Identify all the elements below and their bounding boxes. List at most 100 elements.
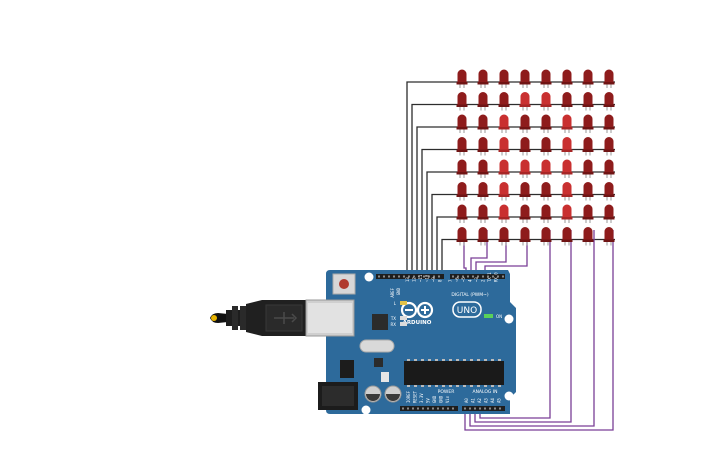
led[interactable] [519, 137, 531, 156]
header-pin[interactable] [469, 407, 471, 410]
led[interactable] [561, 182, 573, 201]
led[interactable] [519, 69, 531, 89]
led[interactable] [561, 114, 573, 134]
led[interactable] [498, 159, 510, 178]
led[interactable] [561, 69, 573, 89]
header-pin[interactable] [438, 275, 440, 278]
row-wire[interactable] [431, 193, 615, 277]
led[interactable] [582, 137, 594, 156]
usb-cable[interactable] [210, 300, 306, 336]
header-pin[interactable] [433, 275, 435, 278]
analog-header[interactable] [462, 406, 505, 411]
header-pin[interactable] [383, 275, 385, 278]
led[interactable] [498, 137, 510, 156]
header-pin[interactable] [403, 275, 405, 278]
led[interactable] [519, 92, 531, 111]
row-wire[interactable] [436, 216, 615, 276]
row-wire[interactable] [406, 81, 615, 276]
led[interactable] [582, 92, 594, 111]
header-pin[interactable] [437, 407, 439, 410]
header-pin[interactable] [402, 407, 404, 410]
led[interactable] [477, 92, 489, 111]
led[interactable] [582, 69, 594, 89]
led[interactable] [540, 182, 552, 201]
led[interactable] [561, 159, 573, 178]
led[interactable] [456, 92, 468, 111]
header-pin[interactable] [499, 407, 501, 410]
led[interactable] [456, 137, 468, 156]
led[interactable] [456, 204, 468, 223]
led[interactable] [540, 137, 552, 156]
led[interactable] [561, 92, 573, 111]
header-pin[interactable] [442, 407, 444, 410]
led[interactable] [519, 182, 531, 201]
header-pin[interactable] [462, 275, 464, 278]
led[interactable] [477, 159, 489, 178]
led[interactable] [540, 227, 552, 246]
header-pin[interactable] [457, 275, 459, 278]
led[interactable] [582, 182, 594, 201]
header-pin[interactable] [497, 275, 499, 278]
header-pin[interactable] [398, 275, 400, 278]
led[interactable] [540, 114, 552, 134]
led[interactable] [582, 204, 594, 223]
led[interactable] [456, 227, 468, 246]
led[interactable] [498, 182, 510, 201]
header-pin[interactable] [452, 275, 454, 278]
header-pin[interactable] [447, 407, 449, 410]
header-pin[interactable] [472, 275, 474, 278]
led[interactable] [456, 159, 468, 178]
led[interactable] [498, 114, 510, 134]
header-pin[interactable] [427, 407, 429, 410]
header-pin[interactable] [474, 407, 476, 410]
header-pin[interactable] [487, 275, 489, 278]
led[interactable] [519, 204, 531, 223]
header-pin[interactable] [452, 407, 454, 410]
header-pin[interactable] [477, 275, 479, 278]
arduino-uno-board[interactable]: ARDUINO UNO L TX RX ON DIGITAL (PWM~) PO… [305, 270, 516, 415]
header-pin[interactable] [393, 275, 395, 278]
header-pin[interactable] [378, 275, 380, 278]
header-pin[interactable] [388, 275, 390, 278]
header-pin[interactable] [494, 407, 496, 410]
row-wire[interactable] [426, 171, 615, 276]
led[interactable] [498, 69, 510, 89]
led[interactable] [477, 204, 489, 223]
led[interactable] [603, 69, 615, 89]
column-wire[interactable] [474, 230, 572, 423]
led[interactable] [498, 92, 510, 111]
led[interactable] [477, 137, 489, 156]
header-pin[interactable] [502, 275, 504, 278]
led[interactable] [603, 227, 615, 246]
led[interactable] [561, 137, 573, 156]
reset-button-cap[interactable] [339, 279, 349, 289]
header-pin[interactable] [467, 275, 469, 278]
header-pin[interactable] [428, 275, 430, 278]
led[interactable] [498, 204, 510, 223]
led[interactable] [477, 227, 489, 246]
led[interactable] [540, 69, 552, 89]
led[interactable] [603, 182, 615, 201]
led[interactable] [519, 114, 531, 134]
led[interactable] [603, 204, 615, 223]
header-pin[interactable] [423, 275, 425, 278]
header-pin[interactable] [418, 275, 420, 278]
led[interactable] [456, 182, 468, 201]
led[interactable] [540, 92, 552, 111]
led[interactable] [603, 159, 615, 178]
led[interactable] [582, 114, 594, 134]
led[interactable] [477, 69, 489, 89]
header-pin[interactable] [413, 275, 415, 278]
led[interactable] [456, 114, 468, 134]
column-wire[interactable] [469, 230, 595, 427]
led[interactable] [477, 182, 489, 201]
led[interactable] [540, 204, 552, 223]
led[interactable] [603, 92, 615, 111]
led[interactable] [561, 204, 573, 223]
header-pin[interactable] [412, 407, 414, 410]
column-wire[interactable] [475, 230, 507, 274]
header-pin[interactable] [422, 407, 424, 410]
header-pin[interactable] [489, 407, 491, 410]
row-wire[interactable] [441, 238, 615, 277]
